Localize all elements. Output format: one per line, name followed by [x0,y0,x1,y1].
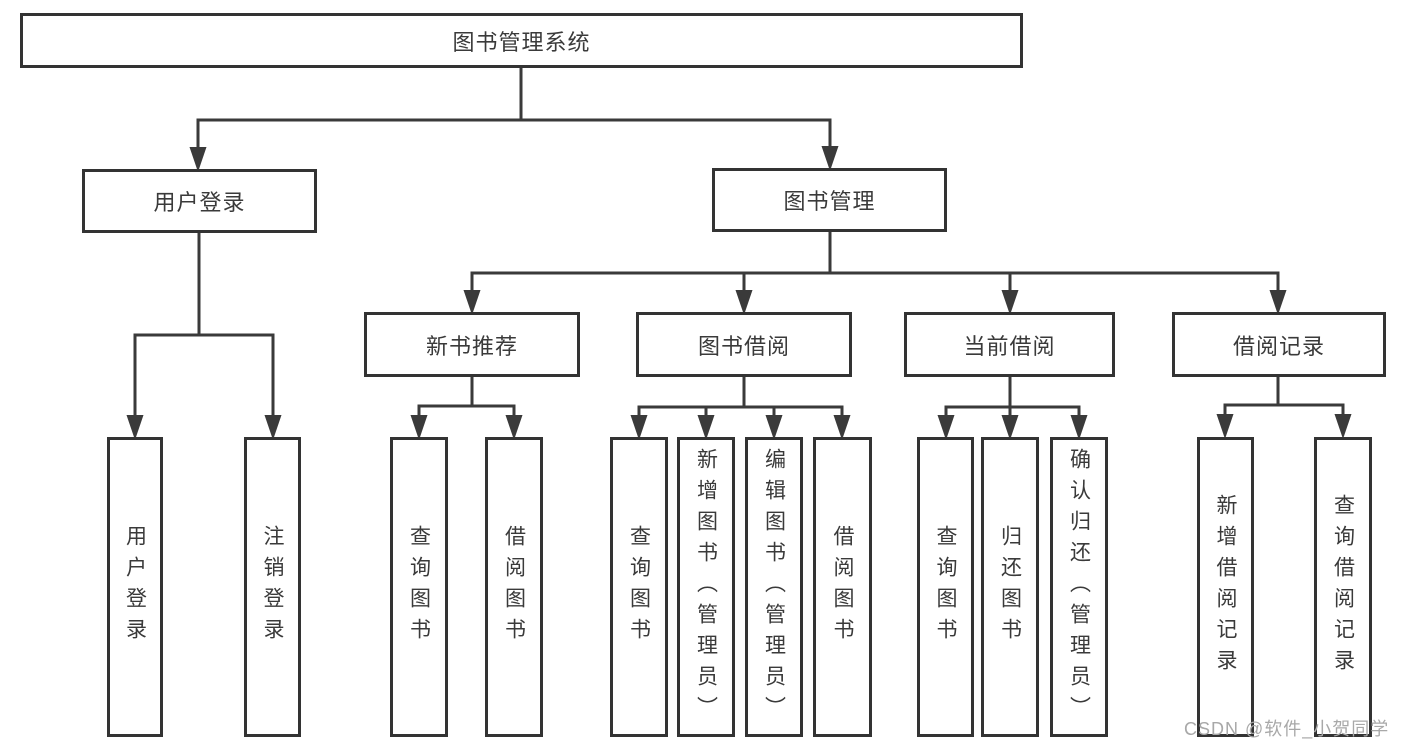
arrow-down-icon [189,147,207,172]
arrow-down-icon [630,415,648,440]
arrow-down-icon [937,415,955,440]
connector-new-book-recommend-to-leaves [410,375,523,440]
leaf-label: 借阅图书 [831,525,854,649]
leaf-label: 确认归还（管理员） [1067,447,1091,727]
arrow-down-icon [1334,414,1352,439]
leaf-label: 查询图书 [407,525,431,649]
node-user-login: 用户登录 [82,169,317,233]
leaf-query-books-2: 查询图书 [610,437,668,737]
connector-borrowing-records-to-leaves [1216,375,1352,439]
arrow-down-icon [1269,290,1287,315]
connector-user-login-to-leaves [126,231,282,440]
arrow-down-icon [765,415,783,440]
leaf-user-login: 用户登录 [107,437,163,737]
arrow-down-icon [697,415,715,440]
leaf-label: 编辑图书（管理员） [762,447,786,727]
leaf-borrow-books-1: 借阅图书 [485,437,543,737]
arrow-down-icon [1216,414,1234,439]
leaf-label: 查询借阅记录 [1331,494,1355,680]
arrow-down-icon [1001,290,1019,315]
node-new-book-recommend: 新书推荐 [364,312,580,377]
connector-current-borrowing-to-leaves [937,375,1088,440]
node-label: 图书管理 [783,189,876,214]
leaf-logout: 注销登录 [244,437,301,737]
node-borrowing-records: 借阅记录 [1172,312,1386,377]
leaf-label: 查询图书 [627,525,651,649]
leaf-query-books-1: 查询图书 [390,437,448,737]
node-label: 借阅记录 [1232,333,1325,359]
leaf-query-borrow-record: 查询借阅记录 [1314,437,1372,737]
arrow-down-icon [1070,415,1088,440]
leaf-edit-book-admin: 编辑图书（管理员） [745,437,803,737]
arrow-down-icon [264,415,282,440]
leaf-add-borrow-record: 新增借阅记录 [1197,437,1254,737]
node-label: 新书推荐 [425,333,518,359]
node-label: 当前借阅 [963,333,1056,359]
arrow-down-icon [505,415,523,440]
arrow-down-icon [126,415,144,440]
node-label: 用户登录 [153,190,246,215]
leaf-label: 查询图书 [934,525,957,649]
leaf-label: 归还图书 [998,525,1022,649]
node-book-borrowing: 图书借阅 [636,312,852,377]
arrow-down-icon [1001,415,1019,440]
node-current-borrowing: 当前借阅 [904,312,1115,377]
leaf-borrow-books-2: 借阅图书 [813,437,872,737]
leaf-label: 新增图书（管理员） [694,447,718,727]
connector-book-borrowing-to-leaves [630,375,851,440]
node-label: 图书管理系统 [452,29,591,55]
connector-book-mgmt-to-level3 [463,230,1287,315]
leaf-label: 注销登录 [261,525,284,649]
arrow-down-icon [821,146,839,171]
node-library-management-system: 图书管理系统 [20,13,1023,68]
leaf-add-book-admin: 新增图书（管理员） [677,437,735,737]
leaf-label: 借阅图书 [502,525,526,649]
arrow-down-icon [833,415,851,440]
leaf-query-books-3: 查询图书 [917,437,974,737]
arrow-down-icon [410,415,428,440]
node-book-management: 图书管理 [712,168,947,232]
connector-root-to-level2 [189,66,839,172]
leaf-return-book: 归还图书 [981,437,1039,737]
leaf-label: 用户登录 [123,525,147,649]
arrow-down-icon [463,290,481,315]
leaf-label: 新增借阅记录 [1214,494,1237,680]
arrow-down-icon [735,290,753,315]
leaf-confirm-return-admin: 确认归还（管理员） [1050,437,1108,737]
node-label: 图书借阅 [697,333,790,359]
